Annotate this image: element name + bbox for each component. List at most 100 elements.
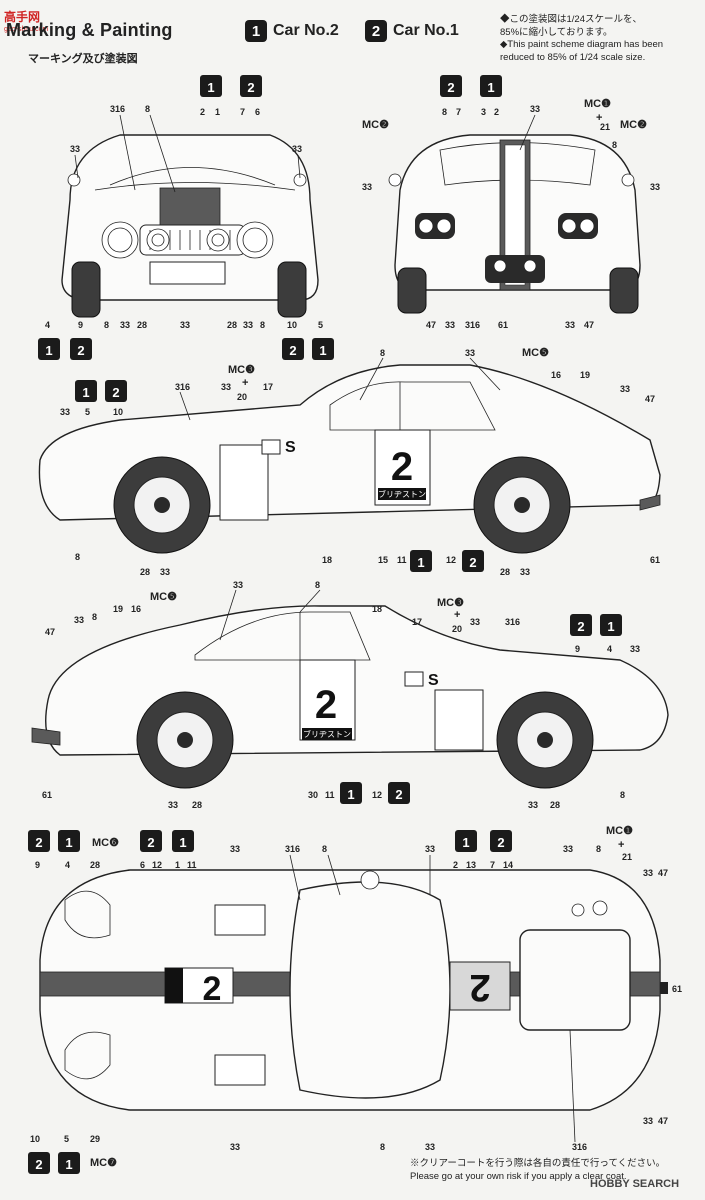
lbl-rs-11: 11 (325, 790, 335, 800)
lbl-front-10: 10 (287, 320, 297, 330)
car-b-header: 2 Car No.1 (365, 20, 459, 42)
left-side-view: 2 ブリヂストン S (38, 364, 661, 554)
lbl-front-33e: 33 (243, 320, 253, 330)
lbl-front-33c: 33 (120, 320, 130, 330)
lbl-front-4: 4 (45, 320, 50, 330)
lbl-ls-5: 5 (85, 407, 90, 417)
leader-lines (74, 114, 576, 1143)
note-line-1: ◆この塗装図は1/24スケールを、 (500, 14, 642, 25)
lbl-rear-8: 8 (442, 107, 447, 117)
rs-badge-2: 2 (577, 619, 584, 634)
lbl-rear-33b: 33 (362, 182, 372, 192)
lbl-top-21: 21 (622, 852, 632, 862)
watermark-left-sub: gao-shou.com (4, 26, 49, 33)
lbl-front-33a: 33 (70, 144, 80, 154)
car-a-header: 1 Car No.2 (245, 20, 339, 42)
lbl-ls-20: 20 (237, 392, 247, 402)
side-r-car-number: 2 (315, 683, 337, 727)
scale-note: ◆この塗装図は1/24スケールを、 85%に縮小しております。 ◆This pa… (500, 14, 700, 64)
lbl-rear-33d: 33 (445, 320, 455, 330)
lbl-rs-47: 47 (45, 627, 55, 637)
lbl-rear-21: 21 (600, 122, 610, 132)
page-title: Marking & Painting (6, 20, 173, 40)
rs-door-badge-1: 1 (347, 787, 354, 802)
lbl-rs-33d: 33 (630, 644, 640, 654)
lbl-top-2: 2 (453, 860, 458, 870)
lbl-ls-61: 61 (650, 555, 660, 565)
note-line-4: reduced to 85% of 1/24 scale size. (500, 51, 646, 63)
lbl-rs-28a: 28 (192, 800, 202, 810)
lbl-front-7: 7 (240, 107, 245, 117)
mc1-top-plus: + (618, 839, 624, 851)
mc2-rear-left: MC❷ (362, 119, 389, 131)
lbl-top-11: 11 (187, 860, 197, 870)
lbl-rs-33a: 33 (233, 580, 243, 590)
lbl-front-8c: 8 (260, 320, 265, 330)
lbl-top-6: 6 (140, 860, 145, 870)
lbl-ls-19: 19 (580, 370, 590, 380)
watermark-left: 高手网 (4, 10, 41, 24)
lbl-ls-33b: 33 (465, 348, 475, 358)
fl-badge-2: 2 (77, 343, 84, 358)
mc3-right: MC❸ (437, 597, 464, 609)
lbl-top-13: 13 (466, 860, 476, 870)
lbl-top-8b: 8 (596, 844, 601, 854)
lbl-front-8b: 8 (104, 320, 109, 330)
callout-labels: 316 8 2 1 7 6 33 33 4 9 8 33 28 33 28 33… (30, 104, 682, 1152)
fr-badge-2: 2 (289, 343, 296, 358)
lbl-ls-33e: 33 (160, 567, 170, 577)
lbl-rear-7: 7 (456, 107, 461, 117)
lbl-front-28a: 28 (137, 320, 147, 330)
lbl-rear-33a: 33 (530, 104, 540, 114)
rs-door-badge-2: 2 (395, 787, 402, 802)
lbl-rs-33e: 33 (168, 800, 178, 810)
lbl-front-9: 9 (78, 320, 83, 330)
lbl-rear-47b: 47 (584, 320, 594, 330)
lbl-top-316: 316 (285, 844, 300, 854)
lbl-ls-28b: 28 (500, 567, 510, 577)
mc3-left-plus: + (242, 377, 248, 389)
lbl-top-33e: 33 (643, 1116, 653, 1126)
mc1-rear: MC❶ (584, 98, 611, 110)
lbl-rs-8: 8 (315, 580, 320, 590)
lbl-top-47b: 47 (658, 1116, 668, 1126)
lbl-rs-8c: 8 (620, 790, 625, 800)
ls-badge-2: 2 (112, 385, 119, 400)
lbl-rear-3: 3 (481, 107, 486, 117)
lbl-ls-8b: 8 (75, 552, 80, 562)
lbl-top-33c: 33 (563, 844, 573, 854)
top-badge-1b: 1 (179, 835, 186, 850)
lbl-ls-17: 17 (263, 382, 273, 392)
lbl-rear-316: 316 (465, 320, 480, 330)
ls-door-badge-1: 1 (417, 555, 424, 570)
lbl-ls-47: 47 (645, 394, 655, 404)
lbl-top-33g: 33 (425, 1142, 435, 1152)
top-badge-1c: 1 (462, 835, 469, 850)
side-sponsor-label: ブリヂストン (378, 489, 426, 499)
side-r-sponsor-label: ブリヂストン (303, 729, 351, 739)
lbl-top-7: 7 (490, 860, 495, 870)
mc6-top: MC❻ (92, 837, 119, 849)
lbl-rs-33f: 33 (528, 800, 538, 810)
lbl-top-33b: 33 (425, 844, 435, 854)
mc2-rear-right: MC❷ (620, 119, 647, 131)
fl-badge-1: 1 (45, 343, 52, 358)
lbl-rs-9: 9 (575, 644, 580, 654)
lbl-top-9: 9 (35, 860, 40, 870)
lbl-ls-33f: 33 (520, 567, 530, 577)
lbl-rear-8b: 8 (612, 140, 617, 150)
top-badge-2d: 2 (35, 1157, 42, 1172)
badges: 1 2 2 1 1 2 2 1 1 2 1 2 2 1 1 2 2 1 2 1 … (28, 75, 622, 1174)
lbl-top-5: 5 (64, 1134, 69, 1144)
top-badge-2c: 2 (497, 835, 504, 850)
lbl-front-33b: 33 (292, 144, 302, 154)
right-side-view: 2 ブリヂストン S (31, 605, 669, 789)
roof-car-number-a: 2 (203, 970, 222, 1008)
lbl-ls-11: 11 (397, 555, 407, 565)
lbl-front-316: 316 (110, 104, 125, 114)
lbl-rs-316: 316 (505, 617, 520, 627)
top-badge-2b: 2 (147, 835, 154, 850)
lbl-top-4: 4 (65, 860, 70, 870)
top-badge-1d: 1 (65, 1157, 72, 1172)
lbl-front-5: 5 (318, 320, 323, 330)
